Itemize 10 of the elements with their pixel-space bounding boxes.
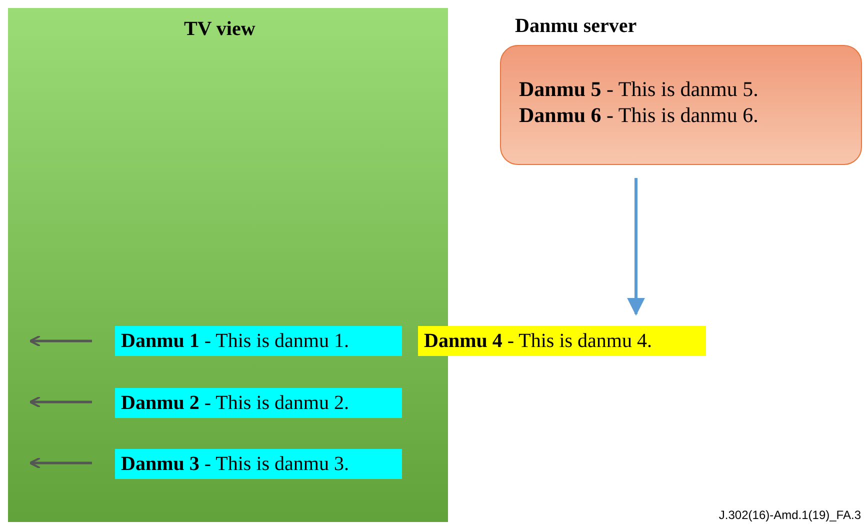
danmu-message: Danmu 1 - This is danmu 1. bbox=[115, 326, 402, 356]
danmu-message: Danmu 4 - This is danmu 4. bbox=[418, 326, 706, 356]
figure-id: J.302(16)-Amd.1(19)_FA.3 bbox=[718, 508, 861, 522]
danmu-message: Danmu 2 - This is danmu 2. bbox=[115, 388, 402, 418]
message-text: Danmu 6 - This is danmu 6. bbox=[518, 102, 760, 128]
message-text: Danmu 5 - This is danmu 5. bbox=[518, 76, 760, 102]
danmu-message: Danmu 3 - This is danmu 3. bbox=[115, 449, 402, 479]
server-title: Danmu server bbox=[515, 15, 637, 38]
arrow bbox=[627, 178, 645, 316]
panel-title: TV view bbox=[184, 18, 256, 41]
